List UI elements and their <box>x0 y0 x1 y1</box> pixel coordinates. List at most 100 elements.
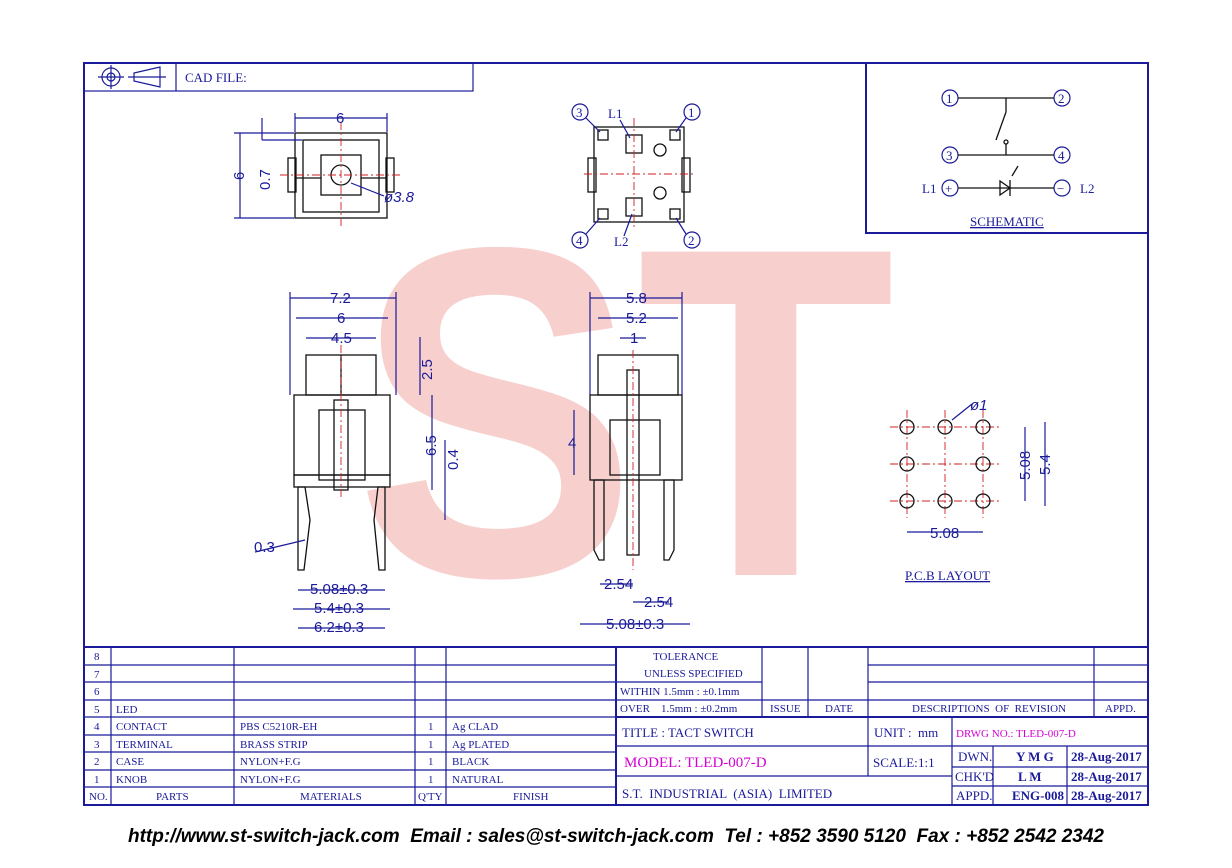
row-3-qty: 1 <box>428 739 434 751</box>
model-text: MODEL: TLED-007-D <box>624 755 767 771</box>
dim-right-4: 4 <box>568 435 576 452</box>
bottom-l2: L2 <box>614 234 628 249</box>
technical-drawing: .ln{stroke:#1a1a9a;fill:none;stroke-widt… <box>83 62 1149 806</box>
row-1-finish: NATURAL <box>452 774 504 786</box>
parts-table: 8 7 6 5 LED 4 CONTACT PBS C5210R-EH 1 Ag… <box>84 646 1148 805</box>
appd-date: 28-Aug-2017 <box>1071 788 1142 803</box>
schem-minus: − <box>1057 181 1064 196</box>
row-8-no: 8 <box>94 651 100 663</box>
dwn-label: DWN. <box>958 749 992 764</box>
row-2-material: NYLON+F.G <box>240 756 301 768</box>
bottom-view: 3 1 4 2 L1 L2 <box>571 103 701 249</box>
row-3-material: BRASS STRIP <box>240 739 308 751</box>
pcb-dim-508h: 5.08 <box>930 525 959 542</box>
dim-top-width: 6 <box>336 110 344 127</box>
pcb-title: P.C.B LAYOUT <box>905 568 990 583</box>
bottom-pin-3: 3 <box>576 105 583 120</box>
row-1-part: KNOB <box>116 774 147 786</box>
watermark-text: ST <box>355 150 895 675</box>
side-view-right: 5.8 5.2 1 4 2.54 2.54 5.08±0.3 <box>568 290 690 633</box>
schem-node-4: 4 <box>1058 148 1065 163</box>
row-1-material: NYLON+F.G <box>240 774 301 786</box>
schem-node-1: 1 <box>946 91 953 106</box>
header-finish: FINISH <box>513 791 549 803</box>
row-7-no: 7 <box>94 669 100 681</box>
tolerance-title: TOLERANCE <box>653 651 718 663</box>
dim-right-254a: 2.54 <box>604 576 633 593</box>
pcb-dim-508v: 5.08 <box>1017 451 1034 480</box>
dim-hole: ø3.8 <box>384 189 415 206</box>
dwn-value: Y M G <box>1016 749 1054 764</box>
schematic: 1 2 3 4 + − L1 L2 SCHEMATIC <box>865 62 1149 234</box>
company-name: S.T. INDUSTRIAL (ASIA) LIMITED <box>622 786 832 801</box>
dim-left-6: 6 <box>337 310 345 327</box>
schem-l2: L2 <box>1080 181 1094 196</box>
revision-issue: ISSUE <box>770 703 801 715</box>
row-1-no: 1 <box>94 774 100 786</box>
chkd-label: CHK'D <box>955 769 994 784</box>
row-5-no: 5 <box>94 704 100 716</box>
header-materials: MATERIALS <box>300 791 362 803</box>
bottom-pin-4: 4 <box>576 233 583 248</box>
dim-right-58: 5.8 <box>626 290 647 307</box>
tolerance-over: OVER 1.5mm : ±0.2mm <box>620 703 738 715</box>
pcb-dim-54: 5.4 <box>1037 454 1054 475</box>
title-block: TITLE : TACT SWITCH UNIT : mm DRWG NO.: … <box>616 717 1148 805</box>
top-view: 6 6 0.7 ø3.8 <box>231 110 415 228</box>
row-6-no: 6 <box>94 686 100 698</box>
revision-appd: APPD. <box>1105 703 1136 715</box>
row-2-qty: 1 <box>428 756 434 768</box>
header-parts: PARTS <box>156 791 189 803</box>
dim-left-508: 5.08±0.3 <box>310 581 368 598</box>
bottom-pin-1: 1 <box>688 105 695 120</box>
header-no: NO. <box>89 791 108 803</box>
dim-right-508: 5.08±0.3 <box>606 616 664 633</box>
dim-right-254b: 2.54 <box>644 594 673 611</box>
title-text: TITLE : TACT SWITCH <box>622 725 754 740</box>
chkd-date: 28-Aug-2017 <box>1071 769 1142 784</box>
scale-value: 1:1 <box>918 755 935 770</box>
schem-node-3: 3 <box>946 148 953 163</box>
unit-label: UNIT : <box>874 725 912 740</box>
schem-l1: L1 <box>922 181 936 196</box>
row-3-part: TERMINAL <box>116 739 173 751</box>
tolerance-subtitle: UNLESS SPECIFIED <box>644 668 743 680</box>
row-4-finish: Ag CLAD <box>452 721 498 733</box>
row-4-no: 4 <box>94 721 100 733</box>
row-2-no: 2 <box>94 756 100 768</box>
header-qty: Q'TY <box>418 791 443 803</box>
row-4-part: CONTACT <box>116 721 167 733</box>
st-watermark: ST <box>355 150 895 675</box>
projection-symbol-icon <box>98 65 166 89</box>
pcb-holes <box>899 419 991 509</box>
side-view-left: 7.2 6 4.5 2.5 6.5 0.4 0.3 5.08±0.3 5.4±0… <box>254 290 462 636</box>
revision-desc: DESCRIPTIONS OF REVISION <box>912 703 1066 715</box>
row-3-no: 3 <box>94 739 100 751</box>
dim-left-54: 5.4±0.3 <box>314 600 364 617</box>
bottom-pin-2: 2 <box>688 233 695 248</box>
drwg-no: DRWG NO.: TLED-007-D <box>956 728 1076 740</box>
dim-right-52: 5.2 <box>626 310 647 327</box>
row-2-part: CASE <box>116 756 144 768</box>
row-4-qty: 1 <box>428 721 434 733</box>
row-3-finish: Ag PLATED <box>452 739 509 751</box>
dim-left-25: 2.5 <box>419 359 436 380</box>
schem-node-2: 2 <box>1058 91 1065 106</box>
pcb-hole-dim: ø1 <box>970 397 988 414</box>
scale-label: SCALE: <box>873 755 918 770</box>
cad-file-label: CAD FILE: <box>185 70 247 85</box>
row-4-material: PBS C5210R-EH <box>240 721 317 733</box>
dim-top-height: 6 <box>231 172 248 180</box>
contact-footer: http://www.st-switch-jack.com Email : sa… <box>127 826 1104 847</box>
tolerance-block: TOLERANCE UNLESS SPECIFIED WITHIN 1.5mm … <box>616 647 1148 718</box>
dim-left-03: 0.3 <box>254 539 275 556</box>
revision-date: DATE <box>825 703 853 715</box>
dim-left-04: 0.4 <box>445 449 462 470</box>
dim-top-offset: 0.7 <box>257 169 274 190</box>
cad-header: CAD FILE: <box>83 62 474 92</box>
schematic-title: SCHEMATIC <box>970 214 1044 229</box>
dim-left-62: 6.2±0.3 <box>314 619 364 636</box>
chkd-value: L M <box>1018 769 1041 784</box>
row-1-qty: 1 <box>428 774 434 786</box>
pcb-layout: ø1 5.08 5.4 5.08 P.C.B LAYOUT <box>890 397 1054 583</box>
